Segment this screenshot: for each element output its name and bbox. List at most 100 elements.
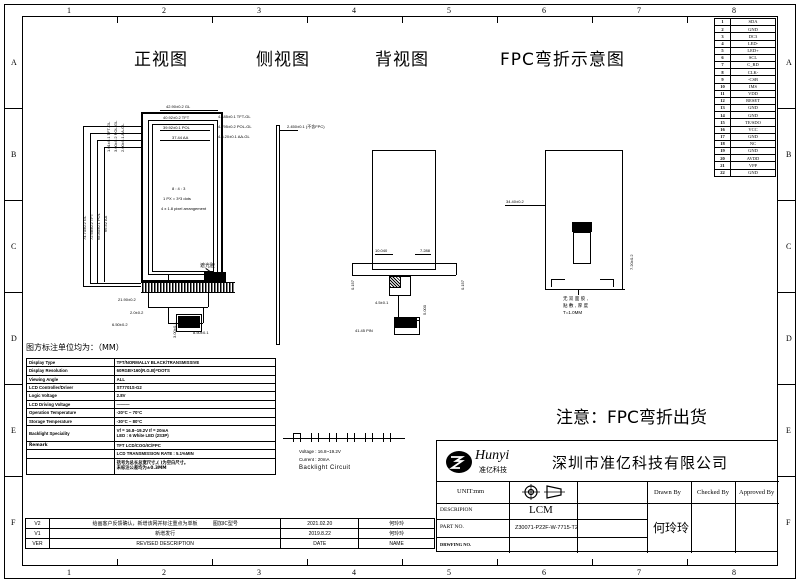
pin-signal: SCL bbox=[730, 53, 776, 63]
pin-signal: -CSB bbox=[730, 75, 776, 84]
spec-value: Vf = 16.8~19.2V If = 20mA LED : 6 White … bbox=[113, 424, 277, 442]
spec-value: -20°C ~ 70°C bbox=[113, 408, 277, 418]
back-dim-pin-count: 41.45 PIN bbox=[355, 328, 373, 333]
pin-signal: GND bbox=[730, 111, 776, 120]
spec-key: Logic Voltage bbox=[26, 391, 115, 401]
spec-value: ——— bbox=[113, 399, 277, 410]
front-dim-gl: 42.90±0.2 GL bbox=[166, 104, 191, 109]
revision-header-desc: REVISED DESCRIPTION bbox=[48, 538, 282, 549]
backlight-circuit-title: Backlight Circuit bbox=[299, 465, 351, 471]
zone-number-bottom-6: 6 bbox=[542, 568, 546, 577]
fpc-bend-dim-right: 7.20±0.2 bbox=[629, 254, 634, 270]
front-dim-v-tft: 72.68±0.2 TFT bbox=[89, 213, 94, 240]
spec-key: Display Type bbox=[26, 357, 115, 368]
front-dim-v-pol: 68.80±0.1 POL bbox=[96, 213, 101, 240]
spec-value: ALL bbox=[113, 374, 277, 385]
pin-number: 14 bbox=[714, 111, 731, 120]
spec-value: LCD TRANSMISSION RATE : 5.1%MIN bbox=[113, 449, 277, 459]
pin-number: 8 bbox=[714, 68, 731, 77]
revision-history-table: V2 给画客户反馈确认，新增该网并标注重点为单板 图加IC型号 2021.02.… bbox=[25, 518, 435, 549]
pin-signal: GND bbox=[730, 147, 776, 156]
pin-number: 17 bbox=[714, 132, 731, 141]
revision-table-body: V2 给画客户反馈确认，新增该网并标注重点为单板 图加IC型号 2021.02.… bbox=[25, 518, 435, 549]
zone-letter-right-d: D bbox=[786, 334, 792, 343]
pin-number: 10 bbox=[714, 82, 731, 91]
spec-value: 60RGB×160(R.G.B)=DOTS bbox=[113, 366, 277, 376]
pin-number: 21 bbox=[714, 161, 731, 170]
zone-letter-c: C bbox=[11, 242, 17, 251]
drawn-by-value: 何玲玲 bbox=[653, 521, 690, 535]
pin-number: 6 bbox=[714, 53, 731, 63]
pin-number: 12 bbox=[714, 96, 731, 106]
front-view-fpc-end-connector bbox=[178, 316, 200, 328]
pin-number: 2 bbox=[714, 25, 731, 34]
fpc-bend-dim-left: 34.40±0.2 bbox=[506, 199, 524, 204]
front-dim-bottom-2: 2.0±0.2 bbox=[130, 310, 144, 315]
revision-date: 2019.8.22 bbox=[280, 528, 360, 539]
pin-signal: AVDD bbox=[730, 154, 776, 163]
column-header-checked-by: Checked By bbox=[697, 489, 729, 496]
view-title-side: 侧视图 bbox=[256, 50, 310, 70]
table-row: 括号为总长总宽尺寸,( )为空白尺寸。 未标注公差均为±0.3MM bbox=[26, 457, 277, 475]
spec-value: TFT LCD/COG/IC/FPC bbox=[113, 440, 277, 451]
zone-number-6: 6 bbox=[542, 6, 546, 15]
zone-letter-right-b: B bbox=[786, 150, 792, 159]
back-view-detail-box bbox=[389, 276, 411, 296]
description-key: DESCRIPION bbox=[440, 507, 473, 513]
pin-signal: VDD bbox=[730, 89, 776, 98]
spec-key bbox=[26, 449, 115, 459]
spec-key: Remark bbox=[26, 440, 115, 451]
spec-key: Backlight Speciality bbox=[26, 424, 115, 442]
front-dim-pol-gl: 4.795±0.2 POL-GL bbox=[218, 124, 252, 129]
zone-letter-a: A bbox=[11, 58, 17, 67]
fpc-bend-note-1: 无 双 面 胶 , bbox=[563, 297, 589, 302]
revision-author: 何玲玲 bbox=[358, 528, 435, 539]
pin-signal: VPP bbox=[730, 161, 776, 170]
table-row: Storage Temperature-30°C ~ 80°C bbox=[26, 416, 277, 426]
company-name: 深圳市准亿科技有限公司 bbox=[552, 454, 729, 472]
sheet-border-outer bbox=[4, 4, 796, 579]
front-dim-aa-gl: 4.6.20±0.1 AA-GL bbox=[218, 134, 250, 139]
description-value: LCM bbox=[529, 504, 553, 516]
zone-letter-b: B bbox=[11, 150, 17, 159]
revision-version: V1 bbox=[25, 528, 50, 539]
front-view-pin-strip bbox=[142, 283, 234, 292]
front-dim-v-tft-gl: 1.01±0.1 TFT-GL bbox=[106, 121, 111, 152]
revision-description-main: 给画客户反馈确认，新增该网并标注重点为单板 bbox=[92, 520, 198, 527]
back-dim-5000: 5.000 bbox=[422, 304, 427, 315]
pin-number: 18 bbox=[714, 139, 731, 149]
spec-value: TFT/NORMALLY BLACK/TRANSMISSIVE bbox=[113, 357, 277, 368]
front-callout-shading-tape: 遮光胶 bbox=[200, 263, 216, 269]
fpc-bend-note-3: T=1.0MM bbox=[563, 310, 583, 315]
pin-signal: TE/SDO bbox=[730, 118, 776, 127]
front-dim-bottom-1: 21.90±0.2 bbox=[118, 297, 136, 302]
zone-number-bottom-8: 8 bbox=[732, 568, 736, 577]
spec-value: 2.8V bbox=[113, 391, 277, 401]
spec-value: 括号为总长总宽尺寸,( )为空白尺寸。 未标注公差均为±0.3MM bbox=[113, 457, 277, 475]
front-dim-v-pol-gl: 3.00±0.2 POL-GL bbox=[113, 120, 118, 152]
sheet-border-inner bbox=[22, 16, 778, 566]
spec-key: LCD Controller/Driver bbox=[26, 383, 115, 393]
spec-value: -30°C ~ 80°C bbox=[113, 416, 277, 426]
pin-signal: IMS bbox=[730, 82, 776, 91]
zone-number-7: 7 bbox=[637, 6, 641, 15]
zone-number-4: 4 bbox=[352, 6, 356, 15]
zone-number-1: 1 bbox=[67, 6, 71, 15]
zone-letter-f: F bbox=[11, 518, 16, 527]
